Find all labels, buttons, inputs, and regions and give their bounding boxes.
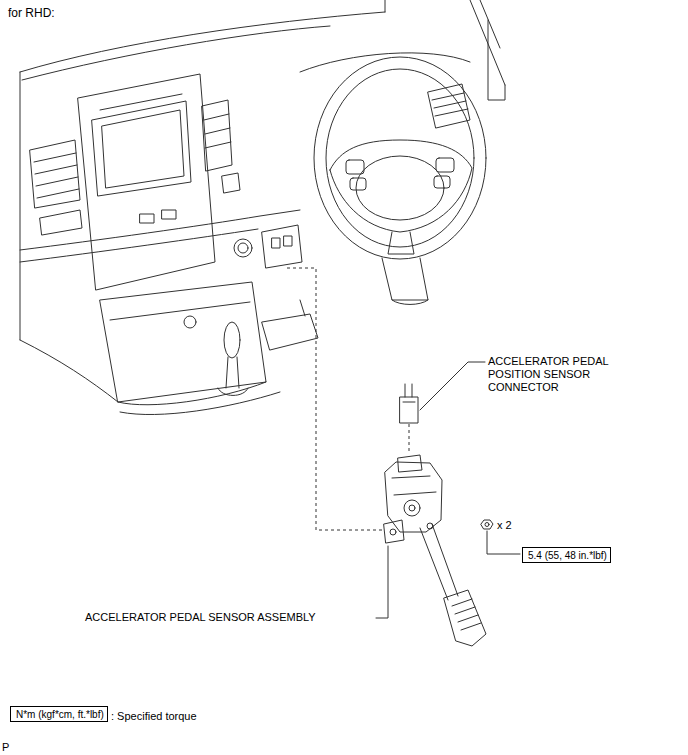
legend-text: : Specified torque bbox=[111, 710, 197, 723]
quantity-label: x 2 bbox=[497, 519, 512, 532]
box-text: N*m (kgf*cm, ft.*lbf) bbox=[16, 709, 102, 721]
part-name: ACCELERATOR PEDAL SENSOR ASSEMBLY bbox=[85, 611, 316, 624]
legend-unit-box: N*m (kgf*cm, ft.*lbf) bbox=[10, 706, 108, 722]
part-name: ACCELERATOR PEDAL POSITION SENSOR CONNEC… bbox=[488, 355, 628, 395]
page-mark: P bbox=[2, 741, 9, 754]
diagram-title: for RHD: bbox=[8, 6, 55, 20]
torque-value-box: 5.4 (55, 48 in.*lbf) bbox=[522, 547, 611, 563]
box-text: 5.4 (55, 48 in.*lbf) bbox=[528, 550, 605, 562]
